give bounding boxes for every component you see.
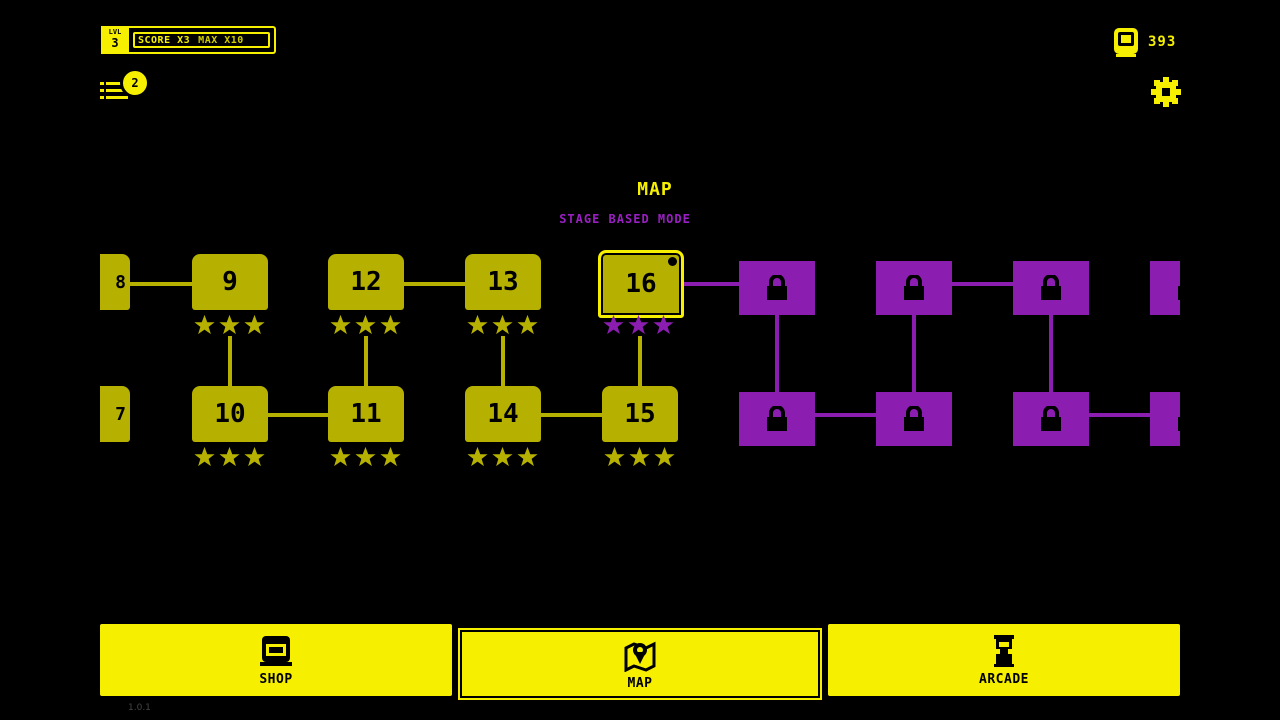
- menu-icon[interactable]: [100, 80, 130, 102]
- star-icon: [603, 314, 624, 335]
- level-value: 3: [111, 36, 119, 50]
- locked-stage-node[interactable]: [876, 261, 952, 315]
- score-text: SCORE X3: [138, 34, 191, 46]
- stage-number: 13: [487, 267, 519, 297]
- stage-number: 12: [350, 267, 382, 297]
- star-icon: [604, 446, 625, 467]
- star-icon: [194, 446, 215, 467]
- shop-label: SHOP: [259, 671, 293, 687]
- notification-badge[interactable]: 2: [120, 68, 150, 98]
- score-multiplier: MAX X10: [198, 34, 244, 46]
- stage-number: 7: [115, 403, 126, 425]
- stage-stars: [466, 446, 539, 468]
- star-icon: [517, 314, 538, 335]
- coin-count: 393: [1148, 34, 1177, 50]
- stage-node-16-current[interactable]: 16: [598, 250, 684, 318]
- stage-map[interactable]: 8 7 9 12 13 16 10: [100, 240, 1180, 480]
- star-icon: [194, 314, 215, 335]
- lock-icon: [1178, 286, 1180, 300]
- star-icon: [492, 446, 513, 467]
- stage-stars: [602, 314, 675, 336]
- score-bar: SCORE X3 MAX X10: [129, 26, 276, 54]
- locked-stage-node[interactable]: [1013, 392, 1089, 446]
- stage-node-15[interactable]: 15: [602, 386, 678, 442]
- stage-number: 8: [115, 271, 126, 293]
- lock-icon: [904, 275, 924, 300]
- map-button[interactable]: MAP: [458, 628, 822, 700]
- star-icon: [355, 314, 376, 335]
- star-icon: [380, 314, 401, 335]
- star-icon: [244, 446, 265, 467]
- locked-stage-node-partial[interactable]: [1150, 392, 1180, 446]
- star-icon: [219, 446, 240, 467]
- star-icon: [467, 446, 488, 467]
- lock-icon: [904, 406, 924, 431]
- gear-icon[interactable]: [1150, 76, 1182, 108]
- arcade-icon: [994, 634, 1014, 667]
- page-title: MAP: [637, 179, 673, 200]
- star-icon: [219, 314, 240, 335]
- star-icon: [330, 446, 351, 467]
- star-icon: [355, 446, 376, 467]
- stage-stars: [193, 446, 266, 468]
- star-icon: [653, 314, 674, 335]
- coin-icon: [1114, 28, 1138, 57]
- star-icon: [244, 314, 265, 335]
- star-icon: [467, 314, 488, 335]
- map-label: MAP: [627, 675, 653, 691]
- stage-node-10[interactable]: 10: [192, 386, 268, 442]
- stage-number: 16: [625, 269, 657, 299]
- locked-stage-node[interactable]: [876, 392, 952, 446]
- arcade-button[interactable]: ARCADE: [828, 624, 1180, 696]
- lock-icon: [767, 275, 787, 300]
- score-inner: SCORE X3 MAX X10: [133, 32, 270, 48]
- locked-stage-node[interactable]: [1013, 261, 1089, 315]
- shop-icon: [260, 635, 292, 666]
- level-label: LVL: [108, 28, 122, 36]
- version-label: 1.0.1: [128, 703, 151, 713]
- star-icon: [654, 446, 675, 467]
- star-icon: [330, 314, 351, 335]
- stage-stars: [193, 314, 266, 336]
- lock-icon: [1041, 406, 1061, 431]
- stage-node-14[interactable]: 14: [465, 386, 541, 442]
- lock-icon: [1178, 417, 1180, 431]
- stage-node-9[interactable]: 9: [192, 254, 268, 310]
- stage-stars: [329, 446, 402, 468]
- star-icon: [517, 446, 538, 467]
- stage-node-11[interactable]: 11: [328, 386, 404, 442]
- lock-icon: [1041, 275, 1061, 300]
- stage-node-13[interactable]: 13: [465, 254, 541, 310]
- lock-icon: [767, 406, 787, 431]
- level-badge: LVL 3: [101, 26, 129, 54]
- arcade-label: ARCADE: [979, 671, 1029, 687]
- locked-stage-node[interactable]: [739, 261, 815, 315]
- stage-stars: [603, 446, 676, 468]
- current-stage-marker: [668, 257, 677, 266]
- stage-number: 10: [214, 399, 246, 429]
- locked-stage-node[interactable]: [739, 392, 815, 446]
- mode-subtitle: STAGE BASED MODE: [559, 212, 691, 226]
- shop-button[interactable]: SHOP: [100, 624, 452, 696]
- stage-stars: [466, 314, 539, 336]
- star-icon: [629, 446, 650, 467]
- stage-number: 11: [350, 399, 382, 429]
- stage-node-partial-top[interactable]: 8: [100, 254, 130, 310]
- star-icon: [628, 314, 649, 335]
- stage-number: 15: [624, 399, 656, 429]
- stage-number: 9: [222, 267, 238, 297]
- stage-node-12[interactable]: 12: [328, 254, 404, 310]
- star-icon: [380, 446, 401, 467]
- stage-number: 14: [487, 399, 519, 429]
- stage-stars: [329, 314, 402, 336]
- map-pin-icon: [624, 641, 656, 672]
- locked-stage-node-partial[interactable]: [1150, 261, 1180, 315]
- stage-node-partial-bottom[interactable]: 7: [100, 386, 130, 442]
- star-icon: [492, 314, 513, 335]
